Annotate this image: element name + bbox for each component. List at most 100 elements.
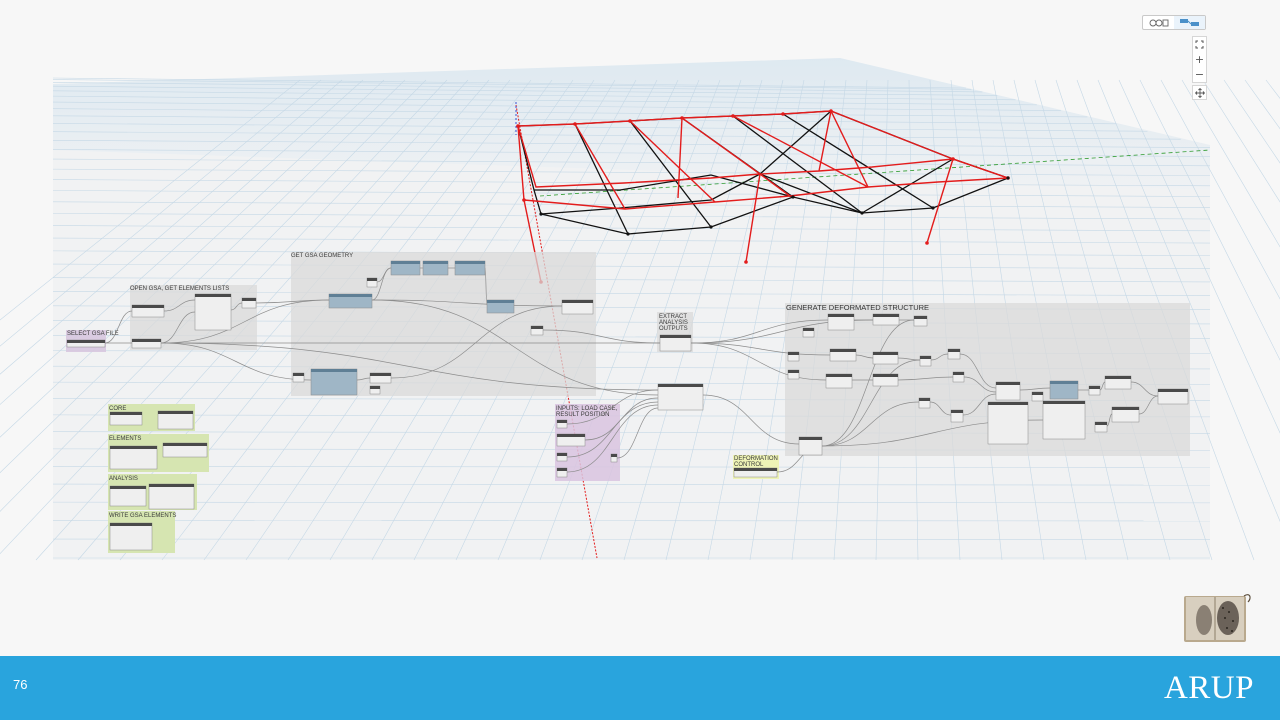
- graph-wire: [616, 407, 659, 459]
- graph-node[interactable]: [787, 351, 800, 362]
- graph-node[interactable]: [328, 293, 373, 309]
- graph-node[interactable]: [798, 436, 823, 456]
- graph-wire: [821, 359, 921, 447]
- graph-node[interactable]: [369, 385, 381, 395]
- graph-node[interactable]: [422, 260, 449, 276]
- graph-wire: [897, 376, 954, 381]
- graph-node[interactable]: [366, 277, 378, 288]
- graph-node[interactable]: [369, 372, 392, 384]
- group-label: GET GSA GEOMETRY: [291, 253, 353, 259]
- graph-node[interactable]: [556, 433, 586, 447]
- graph-node[interactable]: [918, 397, 931, 409]
- graph-node[interactable]: [292, 372, 305, 383]
- graph-node[interactable]: [486, 299, 515, 314]
- 3d-canvas[interactable]: GET GSA GEOMETRY OPEN GSA, GET ELEMENTS …: [0, 0, 1280, 656]
- graph-node[interactable]: [310, 368, 358, 396]
- graph-node[interactable]: [872, 373, 899, 387]
- graph-wire: [1106, 413, 1113, 427]
- graph-node[interactable]: [1042, 400, 1086, 440]
- graph-node[interactable]: [556, 452, 568, 462]
- grid-line: [665, 79, 784, 561]
- graph-wire: [376, 267, 392, 283]
- graph-node[interactable]: [1088, 385, 1101, 396]
- graph-node[interactable]: [109, 445, 158, 470]
- group-label: ELEMENTS: [109, 436, 141, 442]
- graph-view-icon[interactable]: [1174, 16, 1205, 29]
- graph-node[interactable]: [827, 313, 855, 331]
- graph-node[interactable]: [109, 485, 147, 507]
- grid-line: [52, 149, 1211, 157]
- grid-line: [52, 108, 1088, 118]
- graph-node[interactable]: [109, 411, 143, 426]
- graph-node[interactable]: [66, 339, 106, 348]
- graph-node[interactable]: [995, 381, 1021, 401]
- graph-wire: [160, 299, 330, 344]
- view-mode-toggle[interactable]: [1142, 15, 1206, 30]
- graph-node[interactable]: [872, 351, 899, 365]
- graph-node[interactable]: [802, 327, 815, 338]
- graph-wire: [566, 404, 659, 473]
- graph-node[interactable]: [1031, 391, 1044, 402]
- graph-node[interactable]: [530, 325, 544, 336]
- graph-node[interactable]: [913, 315, 928, 327]
- graph-node[interactable]: [825, 373, 853, 389]
- graph-node[interactable]: [390, 260, 421, 276]
- grid-line: [52, 82, 983, 93]
- graph-node[interactable]: [952, 371, 965, 383]
- zoom-fit-icon[interactable]: [1193, 37, 1206, 52]
- graph-node[interactable]: [987, 401, 1029, 445]
- grid-line: [1139, 79, 1280, 361]
- graph-node[interactable]: [157, 410, 194, 430]
- graph-wire: [163, 299, 196, 312]
- grid-line: [1265, 79, 1280, 99]
- graph-node[interactable]: [131, 338, 162, 349]
- pan-icon[interactable]: [1192, 85, 1207, 100]
- grid-line: [1118, 79, 1280, 434]
- graph-wire: [690, 342, 831, 356]
- graph-node[interactable]: [1111, 406, 1140, 423]
- graph-wire: [690, 319, 829, 344]
- grid-line: [52, 168, 1211, 176]
- graph-node[interactable]: [162, 442, 208, 458]
- graph-node[interactable]: [131, 304, 165, 318]
- graph-node[interactable]: [950, 409, 964, 423]
- graph-node[interactable]: [241, 297, 257, 309]
- grid-line: [0, 79, 301, 321]
- grid-line: [1160, 79, 1280, 300]
- geometry-view-icon[interactable]: [1143, 16, 1174, 29]
- graph-node[interactable]: [556, 467, 568, 478]
- grid-line: [52, 77, 967, 89]
- graph-wire: [821, 401, 920, 447]
- graph-node[interactable]: [454, 260, 486, 276]
- grid-line: [52, 123, 1148, 132]
- graph-node[interactable]: [1094, 421, 1108, 433]
- graph-node[interactable]: [919, 355, 932, 367]
- graph-node[interactable]: [148, 483, 195, 510]
- grid-line: [1202, 79, 1280, 203]
- graph-node[interactable]: [659, 334, 692, 352]
- graph-wire: [160, 342, 659, 391]
- zoom-out-button[interactable]: −: [1194, 68, 1205, 81]
- graph-node[interactable]: [829, 348, 857, 362]
- graph-wire: [702, 394, 800, 445]
- graph-node[interactable]: [1049, 380, 1079, 400]
- graph-node[interactable]: [561, 299, 594, 315]
- graph-node[interactable]: [733, 467, 778, 478]
- graph-wire: [371, 299, 563, 307]
- graph-node[interactable]: [947, 348, 961, 360]
- graph-node[interactable]: [610, 453, 618, 463]
- graph-node[interactable]: [109, 522, 153, 551]
- graph-node[interactable]: [787, 369, 800, 380]
- zoom-in-button[interactable]: +: [1194, 53, 1205, 66]
- graph-node[interactable]: [657, 383, 704, 411]
- graph-node[interactable]: [872, 313, 900, 326]
- group-get-gsa-geometry[interactable]: GET GSA GEOMETRY: [291, 252, 596, 396]
- graph-nodes[interactable]: [66, 260, 1189, 551]
- graph-wire: [821, 319, 915, 447]
- graph-node[interactable]: [1104, 375, 1132, 390]
- graph-node[interactable]: [1157, 388, 1189, 405]
- grid-line: [52, 79, 972, 90]
- graph-node[interactable]: [556, 419, 568, 429]
- graph-node[interactable]: [194, 293, 232, 331]
